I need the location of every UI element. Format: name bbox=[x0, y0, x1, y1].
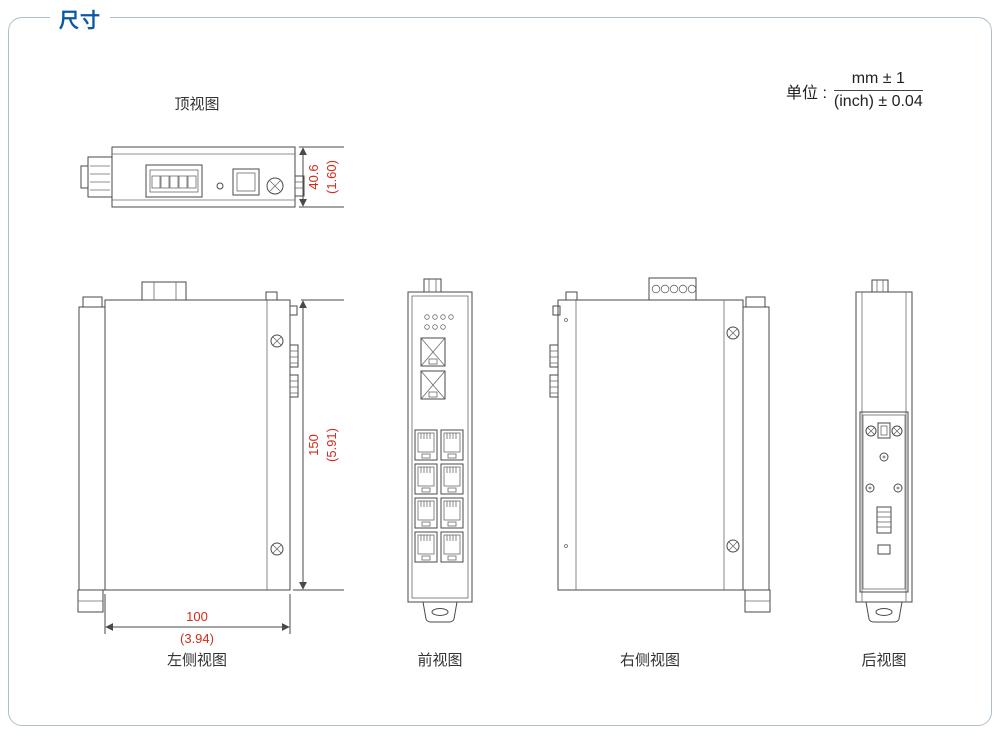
rj45-port bbox=[440, 531, 464, 563]
rear-view-hole-right-dot bbox=[896, 486, 900, 490]
rear-view-clip-spring bbox=[876, 506, 892, 534]
left-side-view-label: 左侧视图 bbox=[167, 652, 227, 669]
front-view-label: 前视图 bbox=[417, 652, 462, 669]
right-view-top-terminal bbox=[648, 277, 697, 301]
top-view-terminal-block bbox=[145, 164, 203, 198]
rear-view-hole-left bbox=[865, 483, 875, 493]
rear-view-clip-tab bbox=[877, 544, 891, 555]
dimension-depth: 150 (5.91) bbox=[293, 299, 344, 591]
rj45-port bbox=[414, 463, 438, 495]
rj45-port bbox=[440, 497, 464, 529]
top-view-sfp-cage bbox=[80, 156, 113, 198]
rear-view-hole-right bbox=[893, 483, 903, 493]
left-view-sfp-latches bbox=[289, 305, 299, 398]
rear-view-label: 后视图 bbox=[861, 652, 906, 669]
unit-mm-tolerance: mm ± 1 bbox=[833, 70, 923, 91]
rj45-port bbox=[440, 429, 464, 461]
right-view-top-screw-head bbox=[565, 291, 578, 301]
right-side-view-label: 右侧视图 bbox=[620, 652, 680, 669]
rear-view-drawing: 后视图 bbox=[855, 279, 913, 669]
dimension-height-mm: 40.6 bbox=[306, 164, 321, 189]
top-view-drawing: 顶视图 bbox=[80, 96, 344, 208]
right-view-din-clip bbox=[742, 296, 771, 613]
unit-note: 单位 : mm ± 1 (inch) ± 0.04 bbox=[786, 70, 923, 111]
right-view-pin-hole-top bbox=[564, 318, 568, 322]
dimension-height-inch: (1.60) bbox=[324, 160, 339, 194]
rear-view-center-hole-dot bbox=[882, 455, 886, 459]
right-view-pin-hole-bottom bbox=[564, 544, 568, 548]
front-view-sfp-slot-2 bbox=[420, 370, 446, 400]
left-view-top-screw-head bbox=[265, 291, 278, 301]
section-title: 尺寸 bbox=[50, 4, 110, 33]
rear-view-mount-tab bbox=[865, 601, 903, 623]
right-view-sfp-latches bbox=[549, 305, 561, 398]
unit-fraction: mm ± 1 (inch) ± 0.04 bbox=[833, 70, 923, 111]
right-view-screw-top bbox=[726, 326, 740, 340]
unit-inch-tolerance: (inch) ± 0.04 bbox=[833, 93, 923, 110]
right-view-screw-bottom bbox=[726, 539, 740, 553]
top-view-ground-screw bbox=[266, 177, 284, 195]
dimension-depth-mm: 150 bbox=[306, 434, 321, 456]
dimension-depth-inch: (5.91) bbox=[324, 428, 339, 462]
top-view-reset-hole bbox=[216, 182, 224, 190]
rear-view-top-hook bbox=[871, 279, 889, 293]
front-view-led-indicators bbox=[424, 314, 454, 330]
dimension-height: 40.6 (1.60) bbox=[299, 146, 344, 208]
top-view-label: 顶视图 bbox=[174, 96, 219, 113]
left-view-din-clip bbox=[77, 296, 106, 613]
front-view-drawing: 前视图 bbox=[407, 278, 473, 669]
dimension-width: 100 (3.94) bbox=[104, 594, 291, 646]
unit-prefix-label: 单位 : bbox=[786, 84, 827, 102]
left-view-screw-bottom bbox=[270, 542, 284, 556]
rear-view-hole-left-dot bbox=[868, 486, 872, 490]
front-view-sfp-slot-1 bbox=[420, 337, 446, 367]
left-view-screw-top bbox=[270, 334, 284, 348]
left-view-top-terminal bbox=[141, 281, 187, 301]
rj45-port bbox=[440, 463, 464, 495]
rj45-port bbox=[414, 531, 438, 563]
dimension-width-inch: (3.94) bbox=[180, 631, 214, 646]
right-side-view-drawing: 右侧视图 bbox=[549, 277, 771, 669]
rear-view-din-plate bbox=[859, 411, 909, 593]
rj45-port bbox=[414, 429, 438, 461]
page-border bbox=[8, 17, 992, 726]
dimension-width-mm: 100 bbox=[186, 609, 208, 624]
top-view-rj45-port bbox=[232, 168, 260, 196]
rear-view-plate-screw-right bbox=[891, 425, 903, 437]
rear-view-rail-latch bbox=[877, 422, 891, 439]
front-view-top-hook bbox=[423, 278, 442, 293]
front-view-rj45-ports bbox=[414, 429, 464, 563]
rear-view-center-hole bbox=[879, 452, 889, 462]
left-side-view-drawing: 150 (5.91) 100 (3.94) 左侧视图 bbox=[77, 281, 344, 669]
front-view-mount-tab bbox=[422, 601, 458, 623]
rj45-port bbox=[414, 497, 438, 529]
rear-view-plate-screw-left bbox=[865, 425, 877, 437]
